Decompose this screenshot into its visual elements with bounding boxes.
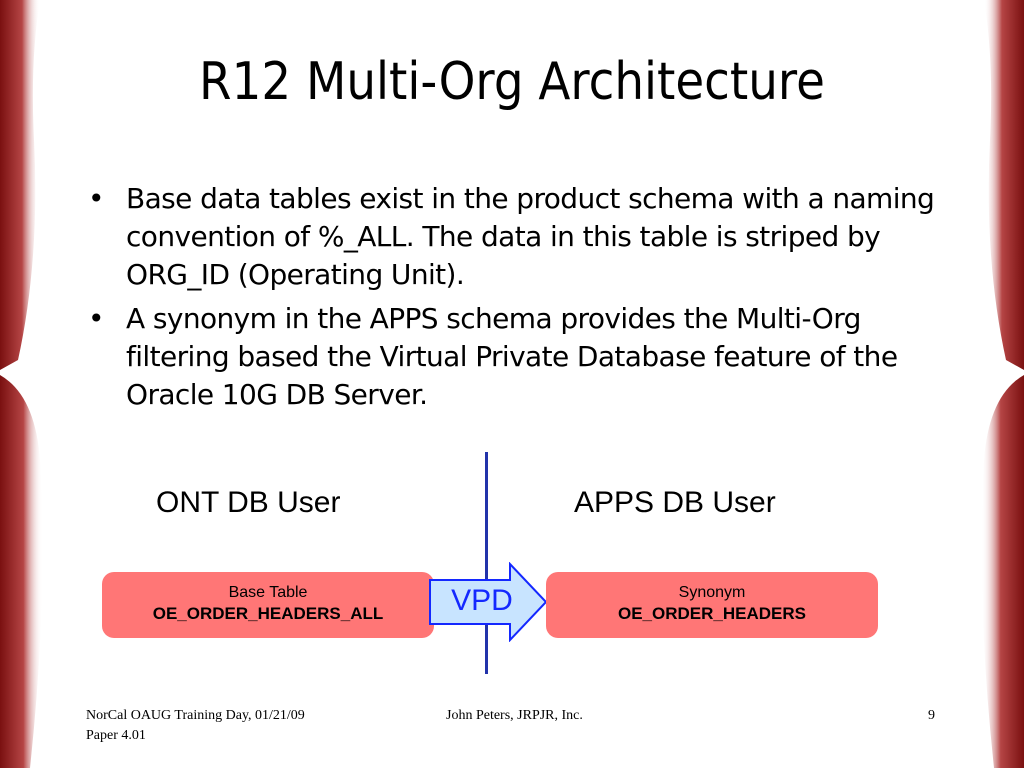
bullet-dot: • [88, 182, 105, 215]
left-curtain-decoration [0, 0, 43, 768]
bullet-text: Base data tables exist in the product sc… [126, 182, 935, 291]
vpd-label: VPD [451, 584, 513, 617]
base-table-box: Base Table OE_ORDER_HEADERS_ALL [102, 572, 434, 638]
right-curtain-decoration [981, 0, 1024, 768]
slide-title: R12 Multi-Org Architecture [199, 52, 825, 112]
footer-author: John Peters, JRPJR, Inc. [446, 708, 583, 723]
ont-db-user-label: ONT DB User [156, 486, 341, 519]
apps-db-user-label: APPS DB User [574, 486, 776, 519]
vpd-arrow-icon [429, 562, 548, 642]
base-table-caption: Base Table [228, 584, 308, 601]
synonym-name: OE_ORDER_HEADERS [618, 604, 806, 623]
schema-divider-line [485, 452, 488, 674]
bullet-item: • A synonym in the APPS schema provides … [86, 300, 936, 414]
synonym-box: Synonym OE_ORDER_HEADERS [546, 572, 878, 638]
base-table-name: OE_ORDER_HEADERS_ALL [152, 604, 384, 623]
bullet-item: • Base data tables exist in the product … [86, 180, 936, 294]
footer-paper: Paper 4.01 [86, 728, 146, 743]
synonym-caption: Synonym [678, 584, 746, 601]
footer-event: NorCal OAUG Training Day, 01/21/09 [86, 708, 305, 723]
bullet-dot: • [88, 302, 105, 335]
bullet-text: A synonym in the APPS schema provides th… [126, 302, 898, 411]
bullet-list: • Base data tables exist in the product … [86, 180, 936, 420]
page-number: 9 [928, 708, 935, 723]
